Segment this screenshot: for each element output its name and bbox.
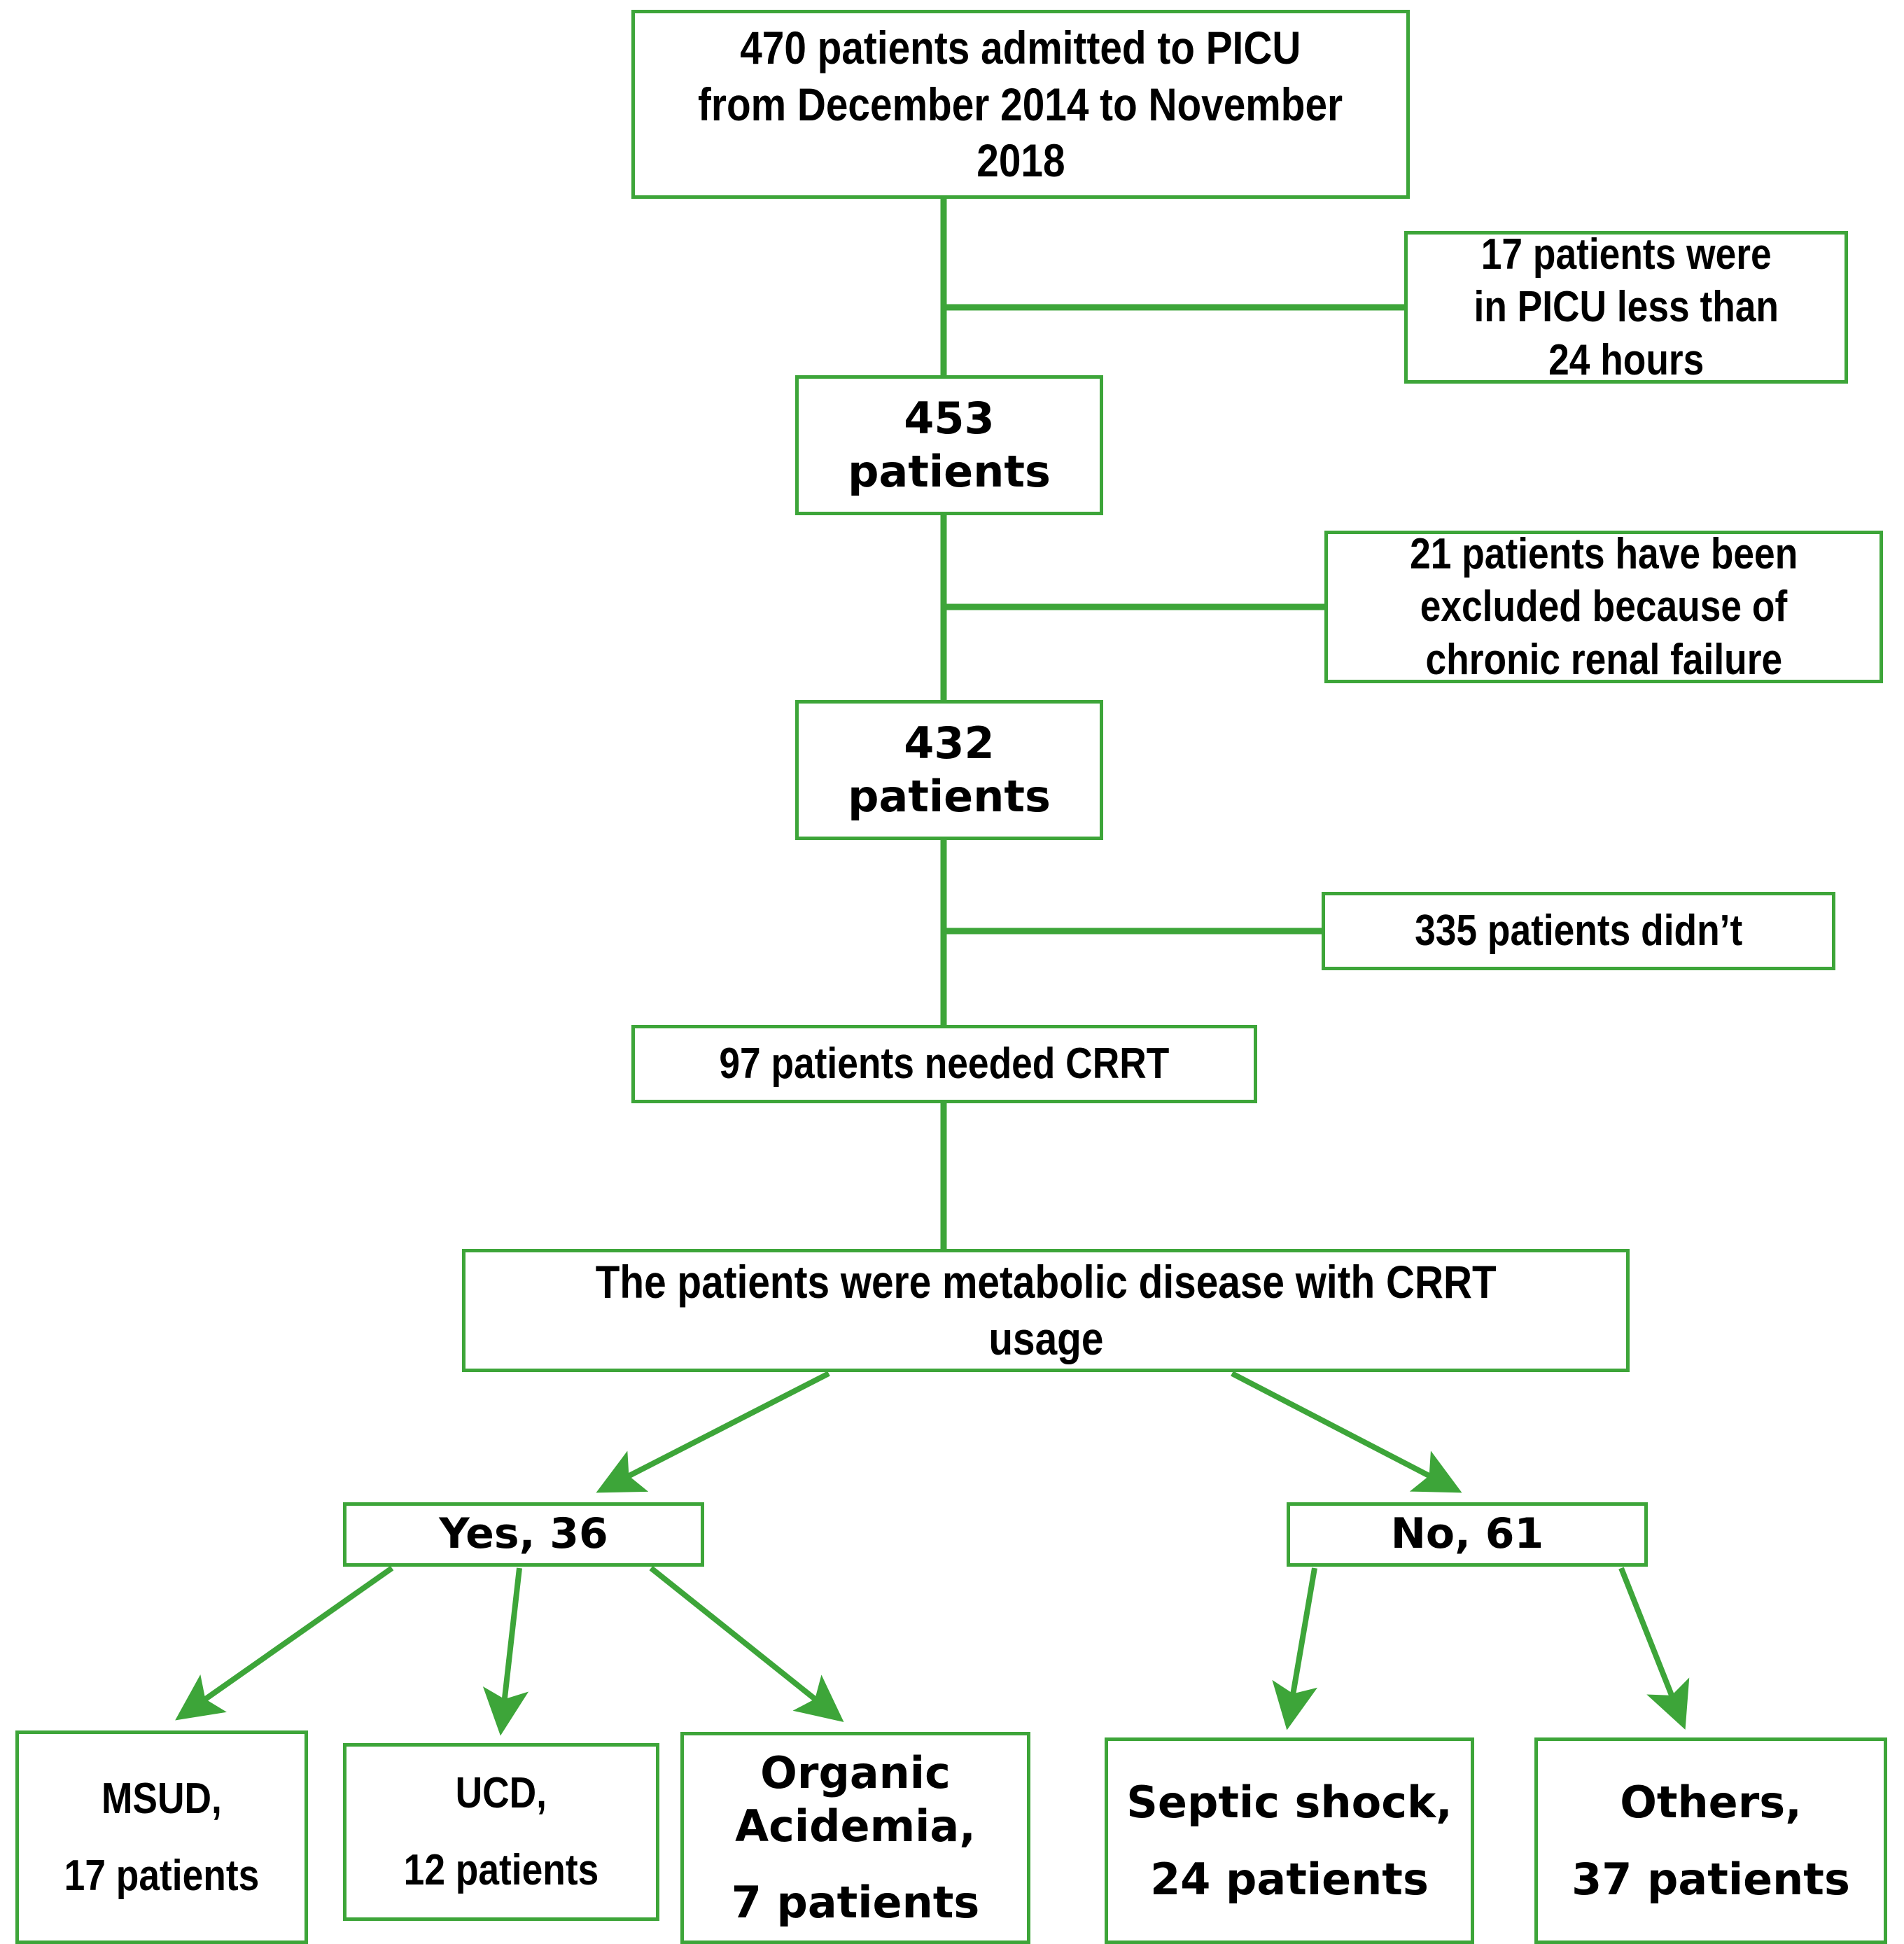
edge-no-to-others	[1618, 1567, 1690, 1730]
node-432-patients-label: patients	[848, 771, 1051, 822]
node-excluded-crf-line3: chronic renal failure	[1425, 635, 1782, 684]
edge-yes-to-msud	[175, 1565, 394, 1721]
edge-yes-to-ucd	[482, 1567, 529, 1736]
node-432-patients-count: 432	[904, 718, 995, 769]
node-453-patients-count: 453	[904, 393, 995, 445]
node-msud-label: MSUD,	[102, 1774, 222, 1823]
node-excluded-chronic-renal-failure[interactable]: 21 patients have been excluded because o…	[1324, 529, 1883, 684]
node-organic-acidemia-count: 7 patients	[731, 1877, 980, 1929]
edge-no-to-septic	[1272, 1567, 1318, 1730]
node-excluded-short-stay-line2: in PICU less than	[1474, 283, 1779, 332]
edge-metabolic-to-no	[1231, 1371, 1462, 1493]
edge-453-to-excluded2	[940, 515, 1324, 610]
edge-yes-to-organic	[649, 1565, 844, 1722]
node-453-patients[interactable]: 453 patients	[795, 375, 1103, 515]
node-ucd-count: 12 patients	[403, 1846, 599, 1895]
node-excluded-no-crrt-line1: 335 patients didn’t	[1414, 907, 1743, 956]
node-total-admissions[interactable]: 470 patients admitted to PICU from Decem…	[631, 10, 1410, 199]
node-excluded-short-stay[interactable]: 17 patients were in PICU less than 24 ho…	[1404, 230, 1848, 384]
node-432-patients[interactable]: 432 patients	[795, 700, 1103, 840]
node-metabolic-no-label: No, 61	[1390, 1509, 1544, 1559]
node-total-admissions-line3: 2018	[976, 134, 1065, 187]
node-septic-shock[interactable]: Septic shock, 24 patients	[1105, 1737, 1474, 1944]
node-453-patients-label: patients	[848, 446, 1051, 497]
node-organic-acidemia[interactable]: Organic Acidemia, 7 patients	[680, 1732, 1030, 1944]
node-septic-shock-count: 24 patients	[1150, 1853, 1429, 1905]
edge-432-to-excluded3	[940, 840, 1322, 935]
node-msud-count: 17 patients	[64, 1851, 260, 1900]
node-metabolic-yes[interactable]: Yes, 36	[343, 1502, 704, 1567]
node-total-admissions-line1: 470 patients admitted to PICU	[740, 22, 1301, 74]
node-total-admissions-line2: from December 2014 to November	[698, 78, 1343, 130]
node-organic-acidemia-label2: Acidemia,	[735, 1800, 976, 1852]
node-excluded-short-stay-line3: 24 hours	[1548, 335, 1704, 384]
node-metabolic-yes-label: Yes, 36	[439, 1509, 608, 1559]
node-metabolic-disease-question[interactable]: The patients were metabolic disease with…	[462, 1249, 1630, 1372]
node-others[interactable]: Others, 37 patients	[1534, 1737, 1887, 1944]
node-others-count: 37 patients	[1572, 1853, 1850, 1905]
node-ucd-label: UCD,	[455, 1769, 547, 1818]
node-organic-acidemia-label1: Organic	[760, 1747, 951, 1799]
node-metabolic-line1: The patients were metabolic disease with…	[595, 1256, 1497, 1308]
node-others-label: Others,	[1620, 1776, 1802, 1828]
node-excluded-crf-line1: 21 patients have been	[1409, 529, 1798, 578]
node-excluded-no-crrt[interactable]: 335 patients didn’t	[1322, 892, 1835, 970]
node-excluded-crf-line2: excluded because of	[1420, 582, 1788, 631]
node-msud[interactable]: MSUD, 17 patients	[15, 1730, 308, 1944]
node-metabolic-no[interactable]: No, 61	[1287, 1502, 1648, 1567]
node-needed-crrt-line1: 97 patients needed CRRT	[719, 1040, 1170, 1089]
node-septic-shock-label: Septic shock,	[1126, 1776, 1452, 1828]
node-needed-crrt[interactable]: 97 patients needed CRRT	[631, 1025, 1257, 1103]
edge-root-to-excluded1	[940, 199, 1404, 311]
edge-metabolic-to-yes	[596, 1371, 830, 1493]
node-ucd[interactable]: UCD, 12 patients	[343, 1743, 659, 1921]
node-metabolic-line2: usage	[988, 1313, 1104, 1364]
node-excluded-short-stay-line1: 17 patients were	[1480, 230, 1772, 279]
